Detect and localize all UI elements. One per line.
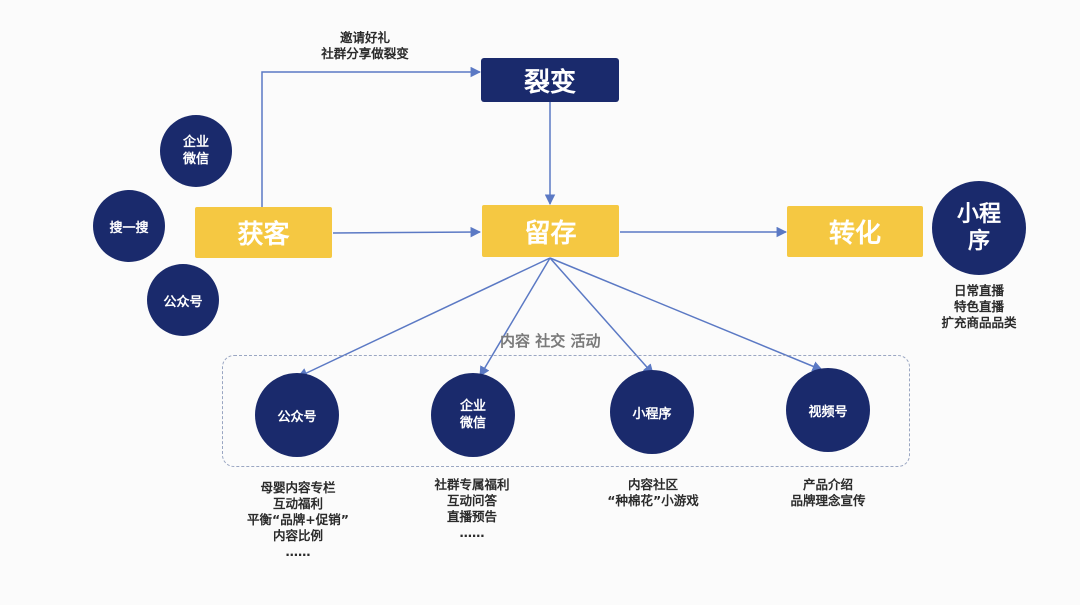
arrow-acquire-to-retain [332,226,482,238]
acquire-official-circle: 公众号 [147,264,219,336]
acquire-search-circle: 搜一搜 [93,190,165,262]
channel-official-note-2: 互动福利 [272,496,323,511]
channel-miniprogram-circle: 小程序 [610,370,694,454]
arrow-retain-to-channel-2 [479,257,551,377]
channel-official-note-1: 母婴内容专栏 [260,480,336,495]
acquire-node: 获客 [195,207,332,258]
channel-wecom-line-2: 微信 [459,416,486,431]
mini-program-line-1: 小程 [956,202,1001,227]
acquire-official-label: 公众号 [163,294,203,310]
conversion-note-line-3: 扩充商品品类 [941,315,1017,330]
arrow-acquire-to-fission [261,66,482,207]
fission-note-line-1: 邀请好礼 [339,30,390,45]
channel-wecom-note-1: 社群专属福利 [434,477,510,492]
arrow-retain-to-channel-3 [549,257,654,375]
channel-official-note-3: 平衡“品牌+促销” [247,512,349,527]
acquire-wecom-line-1: 企业 [182,135,209,150]
channel-official-note-5: …… [285,544,311,559]
channel-video-circle: 视频号 [786,368,870,452]
channel-video-note-1: 产品介绍 [802,477,853,492]
fission-node: 裂变 [481,58,619,102]
channel-wecom-note-4: …… [459,525,485,540]
channel-official-circle: 公众号 [255,373,339,457]
convert-node: 转化 [787,206,923,257]
acquire-wecom-line-2: 微信 [182,152,209,167]
channels-group [222,355,910,467]
channel-wecom-note-3: 直播预告 [446,509,497,524]
acquire-search-label: 搜一搜 [109,220,149,236]
channel-wecom-note-2: 互动问答 [446,493,497,508]
channel-official-label: 公众号 [277,409,317,425]
conversion-note-line-2: 特色直播 [953,299,1004,314]
retention-methods-label: 内容 社交 活动 [500,332,601,350]
channel-wecom-circle: 企业 微信 [431,373,515,457]
channel-miniprogram-notes: 内容社区 “种棉花”小游戏 [590,477,716,509]
channel-wecom-notes: 社群专属福利 互动问答 直播预告 …… [406,477,538,541]
arrow-retain-to-channel-1 [297,257,551,378]
conversion-note: 日常直播 特色直播 扩充商品品类 [925,283,1033,331]
acquire-wecom-circle: 企业 微信 [160,115,232,187]
mini-program-circle: 小程 序 [932,181,1026,275]
channel-miniprogram-note-1: 内容社区 [627,477,678,492]
channel-wecom-line-1: 企业 [459,399,486,414]
mini-program-line-2: 序 [967,229,990,254]
channel-miniprogram-note-2: “种棉花”小游戏 [607,493,699,508]
fission-note-line-2: 社群分享做裂变 [321,46,409,61]
channel-official-notes: 母婴内容专栏 互动福利 平衡“品牌+促销” 内容比例 …… [228,480,368,560]
channel-miniprogram-label: 小程序 [632,406,672,422]
channel-official-note-4: 内容比例 [272,528,323,543]
arrow-retain-to-channel-4 [549,257,823,372]
retain-node: 留存 [482,205,619,257]
fission-note: 邀请好礼 社群分享做裂变 [306,30,424,62]
channel-video-note-2: 品牌理念宣传 [790,493,866,508]
conversion-note-line-1: 日常直播 [953,283,1004,298]
channel-video-notes: 产品介绍 品牌理念宣传 [772,477,884,509]
channel-video-label: 视频号 [808,404,848,420]
